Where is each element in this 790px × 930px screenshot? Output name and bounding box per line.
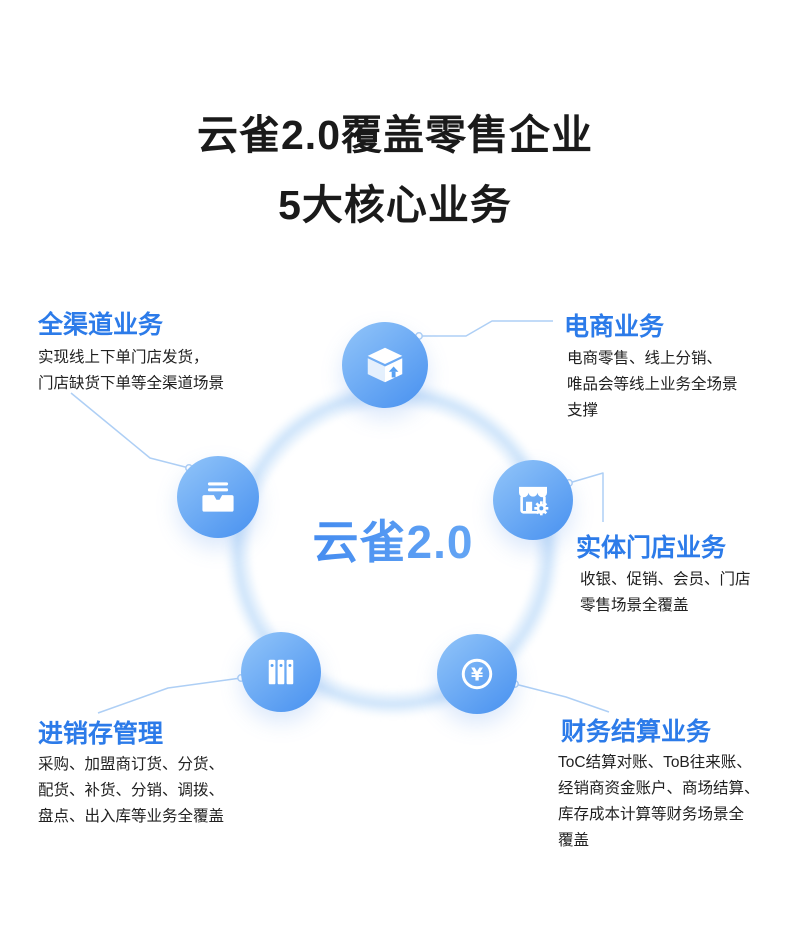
- section-desc-store: 收银、促销、会员、门店 零售场景全覆盖: [580, 571, 751, 614]
- section-desc-omni: 实现线上下单门店发货， 门店缺货下单等全渠道场景: [38, 349, 225, 392]
- title-line-2: 5大核心业务: [278, 182, 512, 228]
- node-store: [493, 460, 573, 540]
- section-desc-inventory: 采购、加盟商订货、分货、 配货、补货、分销、调拨、 盘点、出入库等业务全覆盖: [38, 756, 225, 825]
- svg-text:¥: ¥: [471, 665, 483, 685]
- package-icon: [367, 347, 403, 383]
- section-desc-ecommerce: 电商零售、线上分销、 唯品会等线上业务全场景 支撑: [567, 350, 738, 419]
- node-inventory: [241, 632, 321, 712]
- section-desc-finance: ToC结算对账、ToB往来账、 经销商资金账户、商场结算、 库存成本计算等财务场…: [558, 754, 760, 849]
- storefront-icon: [519, 486, 549, 516]
- coin-icon: ¥: [461, 658, 493, 690]
- connector-omni: [70, 392, 193, 472]
- section-title-omni: 全渠道业务: [38, 311, 164, 339]
- connector-ecommerce: [415, 320, 553, 340]
- node-ecommerce: [342, 322, 428, 408]
- node-finance: ¥: [437, 634, 517, 714]
- section-title-ecommerce: 电商业务: [564, 313, 665, 341]
- title-line-1: 云雀2.0覆盖零售企业: [197, 112, 593, 158]
- section-title-store: 实体门店业务: [576, 534, 727, 562]
- section-title-inventory: 进销存管理: [38, 720, 164, 748]
- node-omni: [177, 456, 259, 538]
- connector-finance: [511, 680, 610, 713]
- center-label: 云雀2.0: [224, 506, 562, 572]
- connector-inventory: [97, 674, 245, 714]
- inbox-icon: [202, 482, 234, 512]
- section-title-finance: 财务结算业务: [561, 718, 712, 746]
- page-title: 云雀2.0覆盖零售企业 5大核心业务: [0, 100, 790, 240]
- archive-icon: [268, 659, 294, 685]
